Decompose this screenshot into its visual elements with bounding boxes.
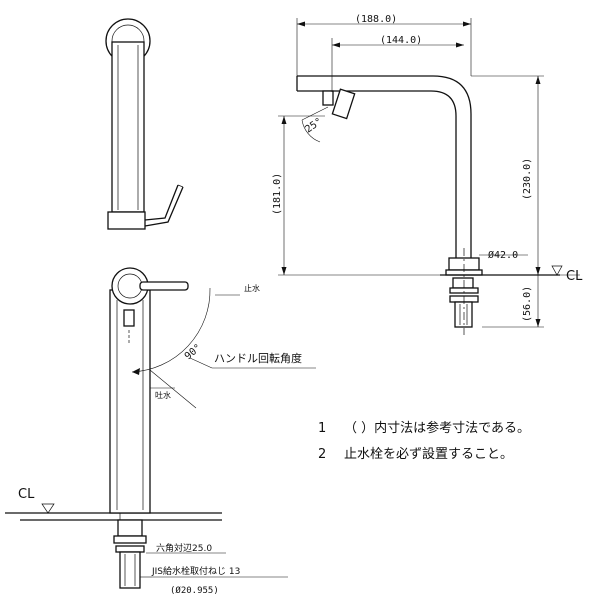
note-2-text: 止水栓を必ず設置すること。 [344, 446, 513, 462]
dim-230: (230.0) [522, 158, 533, 200]
dim-181: (181.0) [272, 173, 283, 215]
jis-thread-label: JIS給水栓取付ねじ 13 [151, 565, 240, 577]
stop-water-label: 止水 [244, 283, 260, 293]
dim-188: (188.0) [355, 14, 397, 25]
note-2-number: 2 [318, 447, 326, 462]
spout-water-label: 吐水 [155, 390, 171, 400]
cl-label-right: CL [566, 269, 583, 284]
notes: 1 （ ）内寸法は参考寸法である。 2 止水栓を必ず設置すること。 [318, 420, 530, 462]
side-view [105, 18, 184, 230]
note-1-text: （ ）内寸法は参考寸法である。 [344, 420, 530, 436]
dim-56: (56.0) [522, 286, 533, 322]
hex-across-label: 六角対辺25.0 [156, 542, 212, 554]
dim-angle-90: 90° [183, 342, 204, 362]
thread-diameter-label: (Ø20.955) [170, 585, 219, 596]
dim-144: (144.0) [380, 35, 422, 46]
handle-rotation-label: ハンドル回転角度 [214, 351, 302, 365]
front-view [278, 18, 580, 335]
dim-diameter-42: Ø42.0 [488, 249, 518, 261]
dim-angle-25: 25° [303, 116, 324, 135]
handle-view [5, 267, 316, 589]
cl-label-left: CL [18, 487, 35, 502]
note-1-number: 1 [318, 421, 326, 436]
